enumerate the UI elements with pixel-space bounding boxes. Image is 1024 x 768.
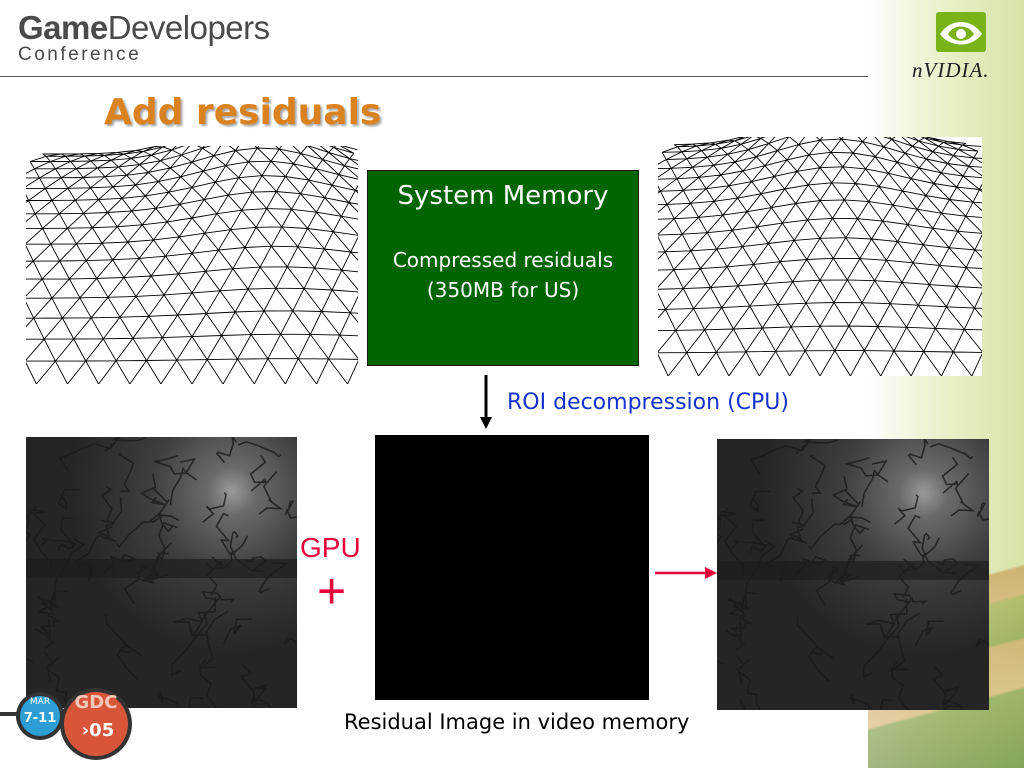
residual-image — [375, 435, 649, 700]
valley-band — [717, 560, 989, 580]
logo-game-text: Game — [18, 9, 108, 46]
nvidia-eye-icon — [936, 12, 986, 52]
mesh-lines — [658, 137, 982, 376]
gdc-logo: GameDevelopers Conference — [18, 10, 270, 66]
terrain-wireframe-after — [658, 137, 982, 376]
drainage-channels — [717, 439, 989, 710]
nvidia-wordmark: nVIDIA. — [912, 58, 990, 82]
compressed-residuals-label: Compressed residuals — [392, 248, 614, 272]
plus-icon: + — [317, 563, 347, 619]
roi-decompression-label: ROI decompression (CPU) — [507, 390, 789, 415]
heightmap-coarse — [26, 437, 297, 708]
badge-dates: 7-11 — [24, 711, 57, 726]
badge-event: GDC — [75, 692, 118, 713]
logo-developers-text: Developers — [107, 9, 270, 46]
heightmap-refined — [717, 439, 989, 710]
drainage-channels — [26, 437, 297, 708]
mesh-lines — [26, 146, 358, 384]
gpu-label: GPU — [300, 532, 361, 563]
logo-conference-text: Conference — [18, 44, 142, 65]
residual-size-label: (350MB for US) — [426, 278, 580, 302]
badge-month: MAR — [30, 697, 50, 707]
badge-year: ›05 — [82, 720, 114, 741]
header-divider — [0, 76, 868, 77]
right-arrow-icon — [655, 567, 717, 579]
gdc05-badge: MAR 7-11 GDC ›05 — [0, 688, 132, 760]
residual-image-caption: Residual Image in video memory — [344, 710, 690, 734]
nvidia-logo: nVIDIA. — [912, 8, 1012, 83]
terrain-wireframe-before — [26, 146, 358, 384]
system-memory-box: System Memory Compressed residuals (350M… — [367, 170, 639, 366]
valley-band — [26, 558, 297, 578]
slide-title: Add residuals — [104, 92, 382, 133]
down-arrow-icon — [480, 375, 492, 429]
system-memory-title: System Memory — [397, 181, 609, 211]
